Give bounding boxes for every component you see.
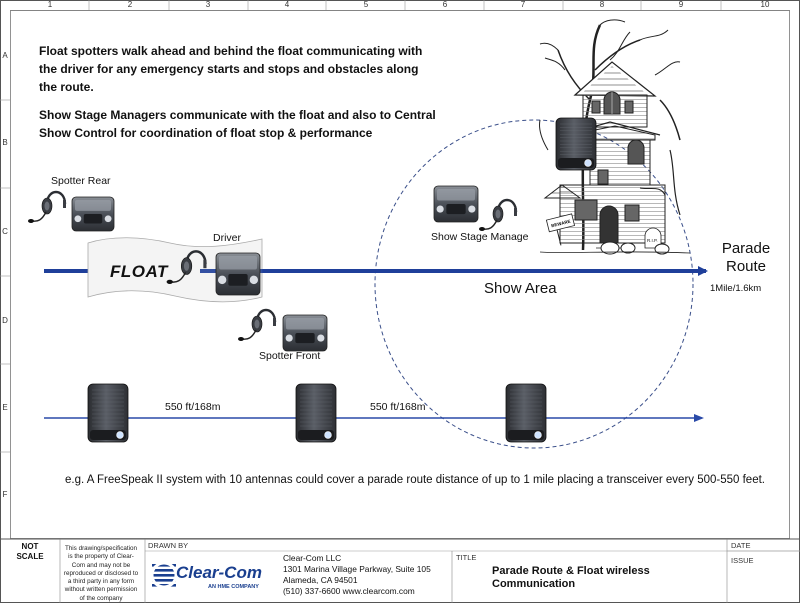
- spotter-rear-beltpack-icon: [71, 196, 115, 232]
- not-scale-line2: SCALE: [16, 552, 44, 561]
- date-label: DATE: [731, 541, 751, 550]
- drawn-by-label: DRAWN BY: [148, 541, 189, 550]
- not-scale-line1: NOT: [21, 542, 39, 551]
- company-city: Alameda, CA 94501: [283, 575, 358, 585]
- span-distance-1: 550 ft/168m: [165, 401, 221, 413]
- coverage-caption: e.g. A FreeSpeak II system with 10 anten…: [65, 474, 765, 486]
- float-label: FLOAT: [110, 262, 168, 281]
- clearcom-logo-mark: [150, 561, 178, 589]
- span-distance-2: 550 ft/168m: [370, 401, 426, 413]
- stage-manager-label: Show Stage Manage: [431, 231, 529, 243]
- grid-column-label: 3: [205, 0, 211, 9]
- company-name: Clear-Com LLC: [283, 553, 342, 563]
- transceiver-antenna-icon: [295, 383, 337, 443]
- transceiver-antenna-icon: [87, 383, 129, 443]
- grid-column-label: 2: [127, 0, 133, 9]
- driver-label: Driver: [213, 232, 241, 244]
- title-label: TITLE: [456, 553, 477, 562]
- stage-manager-beltpack-icon: [433, 185, 479, 223]
- route-distance-label: 1Mile/1.6km: [710, 283, 762, 294]
- driver-headset-icon: [166, 250, 207, 284]
- company-contact: (510) 337-6600 www.clearcom.com: [283, 586, 415, 596]
- grid-column-label: 8: [599, 0, 605, 9]
- grid-column-label: 5: [363, 0, 369, 9]
- spotter-front-beltpack-icon: [282, 314, 328, 352]
- grid-column-label: 10: [760, 0, 770, 9]
- spotter-rear-label: Spotter Rear: [51, 175, 111, 187]
- show-area-label: Show Area: [484, 280, 557, 297]
- show-area-circle: [374, 119, 694, 449]
- transceiver-antenna-icon: [505, 383, 547, 443]
- parade-route-label: Parade Route: [708, 240, 784, 276]
- grid-column-label: 6: [442, 0, 448, 9]
- grid-row-label: D: [2, 316, 8, 325]
- company-street: 1301 Marina Village Parkway, Suite 105: [283, 564, 431, 574]
- grid-column-label: 4: [284, 0, 290, 9]
- grid-row-label: B: [2, 138, 8, 147]
- parade-route-line1: Parade: [721, 240, 771, 257]
- spotter-front-headset-icon: [238, 308, 277, 341]
- grid-row-label: A: [2, 51, 8, 60]
- stage-manager-headset-icon: [479, 198, 518, 231]
- spotter-note: Float spotters walk ahead and behind the…: [39, 44, 423, 94]
- logo-subtitle: AN HME COMPANY: [208, 584, 259, 590]
- spotter-rear-headset-icon: [28, 190, 67, 223]
- drawing-title: Parade Route & Float wireless Communicat…: [492, 565, 712, 591]
- company-address: Clear-Com LLC 1301 Marina Village Parkwa…: [283, 553, 453, 597]
- house-antenna-icon: [555, 117, 597, 171]
- drawing-title-line2: Communication: [492, 578, 576, 590]
- tombstone-text: R.I.P.: [647, 238, 658, 243]
- issue-label: ISSUE: [731, 556, 754, 565]
- parade-route-line2: Route: [725, 258, 767, 275]
- grid-column-label: 9: [678, 0, 684, 9]
- grid-column-label: 7: [520, 0, 526, 9]
- spotter-front-label: Spotter Front: [259, 350, 321, 362]
- grid-row-label: F: [2, 490, 8, 499]
- drawing-title-line1: Parade Route & Float wireless: [492, 565, 650, 577]
- grid-row-label: C: [2, 227, 8, 236]
- haunted-house-illustration: [539, 19, 691, 255]
- not-to-scale-label: NOT SCALE: [10, 542, 50, 562]
- logo-wordmark: Clear-Com: [176, 563, 262, 582]
- grid-row-label: E: [2, 403, 8, 412]
- grid-column-label: 1: [47, 0, 53, 9]
- disclaimer-text: This drawing/specification is the proper…: [63, 545, 139, 602]
- stage-manager-note: Show Stage Managers communicate with the…: [39, 108, 436, 140]
- driver-beltpack-icon: [215, 252, 261, 296]
